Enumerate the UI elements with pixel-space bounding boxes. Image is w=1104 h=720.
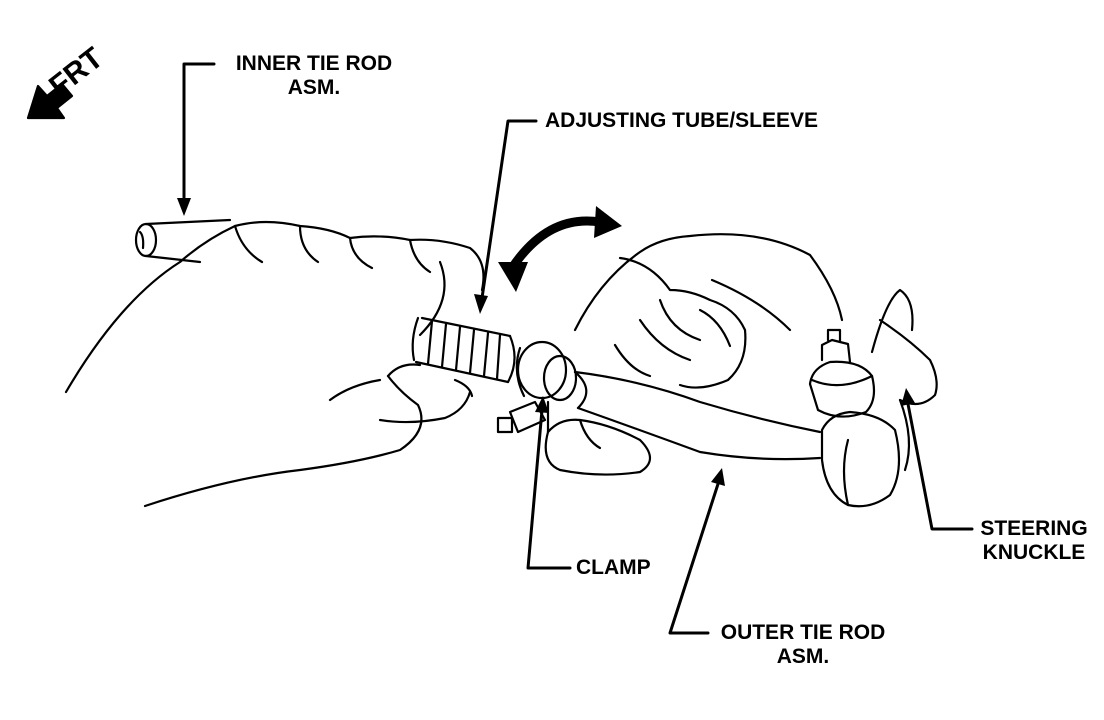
- tie-rod-end: [808, 328, 901, 508]
- steering-knuckle-leader: [906, 402, 974, 531]
- clamp: [496, 340, 578, 434]
- adjusting-tube: [411, 316, 516, 384]
- inner-tie-rod: [134, 218, 232, 264]
- inner-tie-rod-label-line-2: ASM.: [287, 76, 341, 99]
- front-direction-arrow: [26, 82, 74, 120]
- steering-knuckle-label-line-1: STEERING: [980, 517, 1088, 540]
- outer-tie-rod-label: OUTER TIE ROD ASM.: [708, 621, 898, 669]
- steering-knuckle: [870, 288, 938, 472]
- outer-tie-rod-label-line-1: OUTER TIE ROD: [720, 621, 886, 644]
- outer-tie-rod: [573, 370, 822, 461]
- inner-tie-rod-leader: [182, 62, 216, 202]
- outer-tie-rod-label-line-2: ASM.: [776, 645, 830, 668]
- clamp-label: CLAMP: [576, 556, 651, 579]
- leader-lines: [177, 62, 974, 635]
- adjusting-tube-label: ADJUSTING TUBE/SLEEVE: [545, 109, 819, 132]
- inner-tie-rod-label: INNER TIE ROD ASM.: [226, 52, 402, 100]
- outer-tie-rod-leader: [668, 482, 720, 635]
- left-hand: [64, 220, 485, 508]
- steering-knuckle-label-line-2: KNUCKLE: [982, 541, 1086, 564]
- inner-tie-rod-label-line-1: INNER TIE ROD: [235, 52, 393, 75]
- right-hand: [544, 233, 844, 476]
- steering-knuckle-label: STEERING KNUCKLE: [974, 517, 1094, 565]
- clamp-leader: [526, 408, 572, 570]
- rotation-arrow: [498, 206, 622, 292]
- adjusting-tube-leader: [480, 119, 538, 300]
